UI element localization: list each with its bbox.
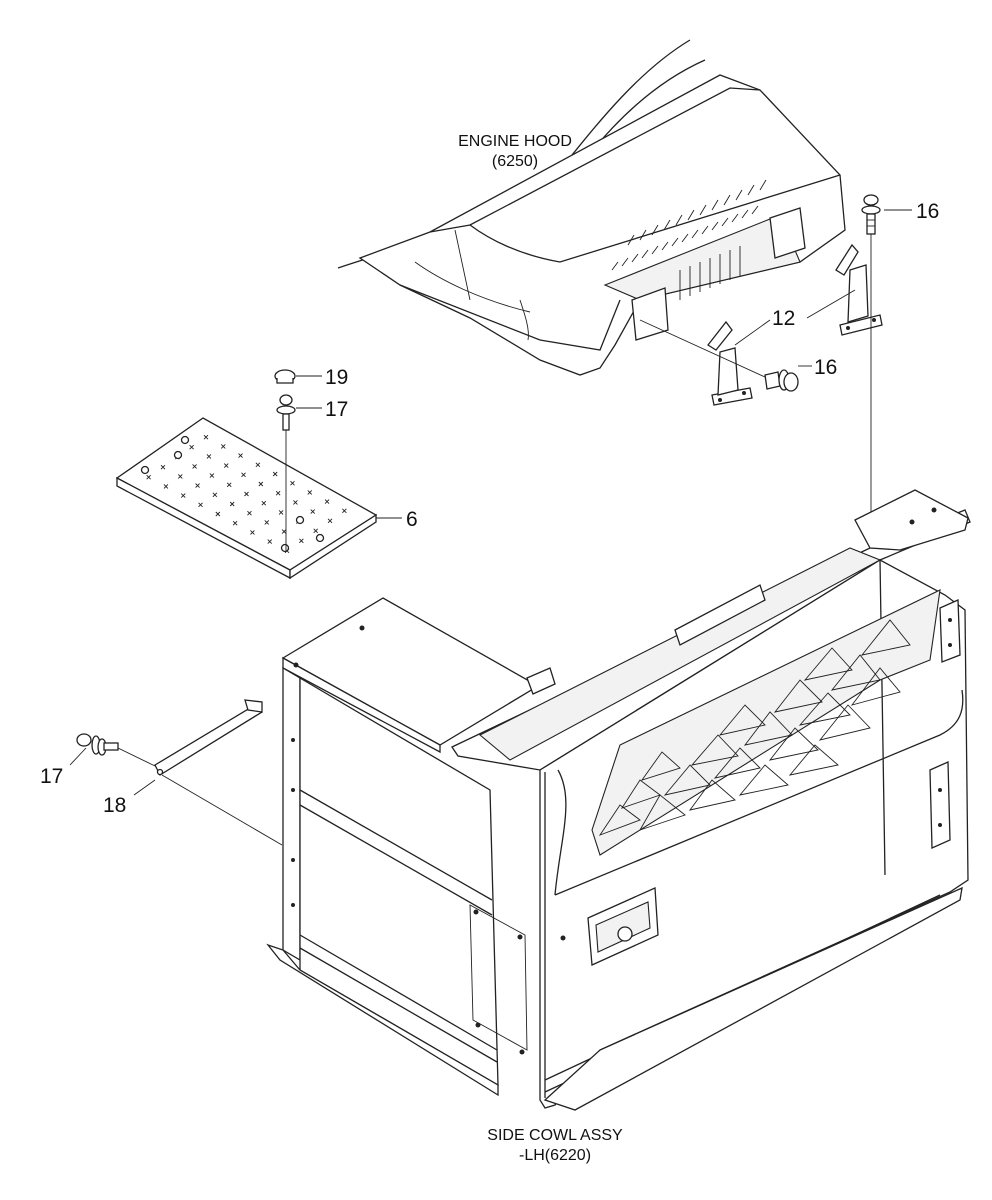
plate-perforation (212, 492, 218, 498)
plate-perforation (229, 501, 235, 507)
callout-16-top: 16 (916, 200, 939, 223)
plate-perforation (223, 463, 229, 468)
callout-16-mid: 16 (814, 356, 837, 379)
plate-perforation (264, 520, 270, 525)
plate-perforation (261, 500, 267, 506)
plate-perforation (250, 530, 255, 535)
callout-17-top: 17 (325, 398, 348, 421)
callout-18: 18 (103, 794, 126, 817)
plate-perforation (258, 481, 264, 487)
plate-perforation (198, 502, 203, 508)
plate-perforation (327, 518, 333, 524)
plate-perforation (241, 472, 246, 478)
bolt-16-top (861, 194, 881, 235)
plate-perforation (226, 482, 232, 488)
plate-hole (315, 533, 325, 543)
side-cowl (266, 489, 971, 1111)
plate-perforation (209, 473, 215, 478)
leader-12 (734, 319, 771, 346)
plate-perforation (163, 484, 169, 489)
plate-perforation (180, 493, 186, 498)
plate-hole (173, 450, 183, 460)
engine-hood-code: (6250) (492, 153, 538, 170)
callout-19: 19 (325, 366, 348, 389)
plate-perforation (293, 500, 298, 505)
bolt-17-top (276, 394, 296, 431)
plate-perforation (146, 474, 151, 480)
plate-perforation (310, 509, 316, 514)
plate-hole (140, 465, 150, 475)
callout-6: 6 (406, 508, 418, 531)
leader-17-left (69, 747, 87, 766)
plate-perforation (238, 453, 243, 458)
plate-perforation (313, 528, 319, 534)
plate-perforation (342, 508, 347, 514)
plate-perforation (281, 529, 287, 534)
bolt-17-left (76, 733, 119, 756)
engine-hood (337, 39, 846, 376)
plate-perforation (195, 483, 200, 488)
plate-perforation (278, 510, 284, 515)
plate-perforation (206, 454, 212, 459)
side-cowl-label: SIDE COWL ASSY (487, 1127, 623, 1144)
side-cowl-code: -LH(6220) (519, 1147, 591, 1164)
plate-perforation (247, 510, 252, 516)
plate-perforation (215, 511, 221, 517)
perforated-plate (115, 417, 378, 580)
plate-perforation (177, 474, 183, 479)
plate-perforation (203, 434, 209, 440)
callout-12: 12 (772, 307, 795, 330)
cap-19 (274, 369, 296, 384)
plate-perforation (160, 464, 166, 470)
plate-perforation (255, 462, 261, 468)
engine-hood-label: ENGINE HOOD (458, 133, 572, 150)
plate-perforation (189, 444, 194, 450)
plate-perforation (232, 520, 238, 526)
plate-perforation (307, 490, 313, 495)
callout-17-left: 17 (40, 765, 63, 788)
bolt-16-mid (764, 369, 799, 392)
latch-right (835, 243, 883, 336)
plate-perforation (272, 471, 278, 477)
plate-perforation (244, 491, 249, 497)
leader-18 (133, 779, 156, 796)
bracket-bar-18 (154, 699, 263, 776)
plate-hole (180, 435, 190, 445)
plate-perforation (220, 444, 226, 449)
latch-left (707, 320, 753, 406)
plate-perforation (299, 538, 304, 544)
plate-perforation (324, 499, 330, 504)
plate-hole (280, 543, 290, 553)
plate-hole (295, 515, 305, 525)
plate-perforation (267, 539, 273, 544)
plate-perforation (192, 464, 197, 469)
plate-perforation (290, 480, 295, 486)
plate-perforation (275, 490, 281, 496)
